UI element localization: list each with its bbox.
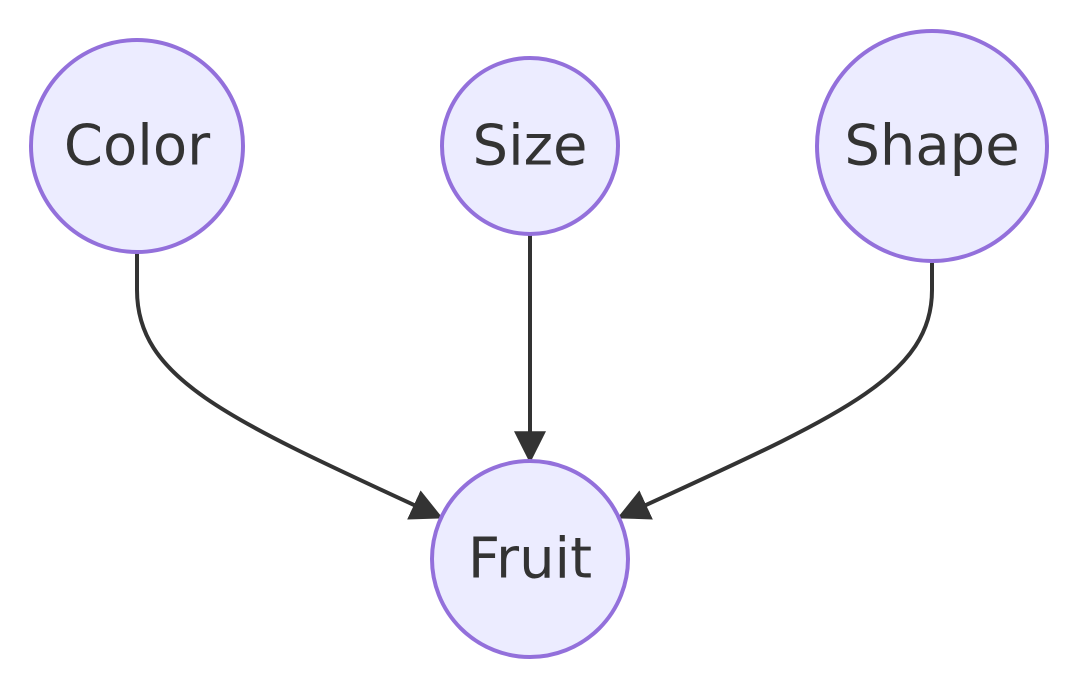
node-size[interactable]: Size [440, 56, 620, 236]
node-shape-label: Shape [844, 114, 1019, 179]
edge-shape-to-fruit [617, 263, 934, 520]
node-color-label: Color [64, 114, 211, 179]
node-fruit-circle [430, 459, 630, 659]
node-fruit-label: Fruit [468, 527, 592, 592]
node-shape[interactable]: Shape [815, 29, 1049, 263]
node-fruit[interactable]: Fruit [430, 459, 630, 659]
edges [135, 235, 934, 520]
node-color-circle [29, 38, 245, 254]
node-color[interactable]: Color [29, 38, 245, 254]
edge-color-to-fruit [135, 253, 443, 520]
node-size-circle [440, 56, 620, 236]
node-shape-circle [815, 29, 1049, 263]
node-size-label: Size [473, 114, 588, 179]
